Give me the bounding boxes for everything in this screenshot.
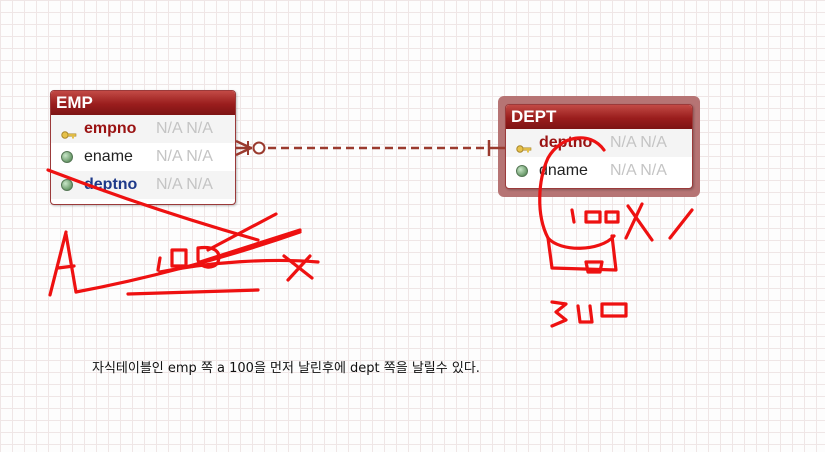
key-icon xyxy=(516,137,532,153)
dept-table[interactable]: DEPT deptno N/A N/A dname N/A N/A xyxy=(505,104,693,189)
emp-column-ename[interactable]: ename N/A N/A xyxy=(51,143,235,171)
attribute-dot-icon xyxy=(516,165,528,177)
annotation-face-chin xyxy=(546,234,618,272)
column-name: ename xyxy=(84,148,133,165)
dept-column-deptno[interactable]: deptno N/A N/A xyxy=(506,129,692,157)
annotation-digit-0 xyxy=(170,248,188,268)
annotation-line xyxy=(74,230,302,294)
annotation-digit-1 xyxy=(156,256,162,272)
annotation-underline xyxy=(158,258,320,274)
column-type: N/A N/A xyxy=(610,162,667,179)
attribute-dot-icon xyxy=(61,151,73,163)
dept-table-title: DEPT xyxy=(506,105,692,129)
column-type: N/A N/A xyxy=(610,134,667,151)
column-type: N/A N/A xyxy=(156,148,213,165)
annotation-x-mark xyxy=(282,254,314,282)
emp-column-empno[interactable]: empno N/A N/A xyxy=(51,115,235,143)
key-icon xyxy=(61,123,77,139)
column-name: empno xyxy=(84,120,137,137)
annotation-cross-strokes xyxy=(198,212,302,264)
optional-circle-icon xyxy=(252,141,266,155)
annotation-small-box xyxy=(584,260,604,274)
annotation-slash xyxy=(668,208,694,240)
annotation-caption: 자식테이블인 emp 쪽 a 100을 먼저 날린후에 dept 쪽을 날릴수 … xyxy=(92,361,480,376)
emp-table-title: EMP xyxy=(51,91,235,115)
column-type: N/A N/A xyxy=(156,120,213,137)
column-name: deptno xyxy=(539,134,593,151)
annotation-digit-0c xyxy=(576,304,594,324)
crowfoot-upper xyxy=(235,139,252,150)
annotation-x-mark-dept xyxy=(624,202,654,242)
dept-column-dname[interactable]: dname N/A N/A xyxy=(506,157,692,185)
column-name: deptno xyxy=(84,176,138,193)
annotation-digit-0b xyxy=(196,245,221,269)
column-type: N/A N/A xyxy=(156,176,213,193)
annotation-digit-0d xyxy=(600,302,628,318)
emp-column-deptno[interactable]: deptno N/A N/A xyxy=(51,171,235,199)
annotation-digits-100 xyxy=(570,208,620,224)
column-name: dname xyxy=(539,162,588,179)
annotation-digit-3 xyxy=(550,300,568,328)
foreign-key-dot-icon xyxy=(61,179,73,191)
annotation-underline-bottom xyxy=(126,288,260,296)
annotation-letter-a xyxy=(48,230,78,297)
crowfoot-lower xyxy=(235,146,252,157)
emp-table[interactable]: EMP empno N/A N/A ename N/A N/A deptno N… xyxy=(50,90,236,205)
